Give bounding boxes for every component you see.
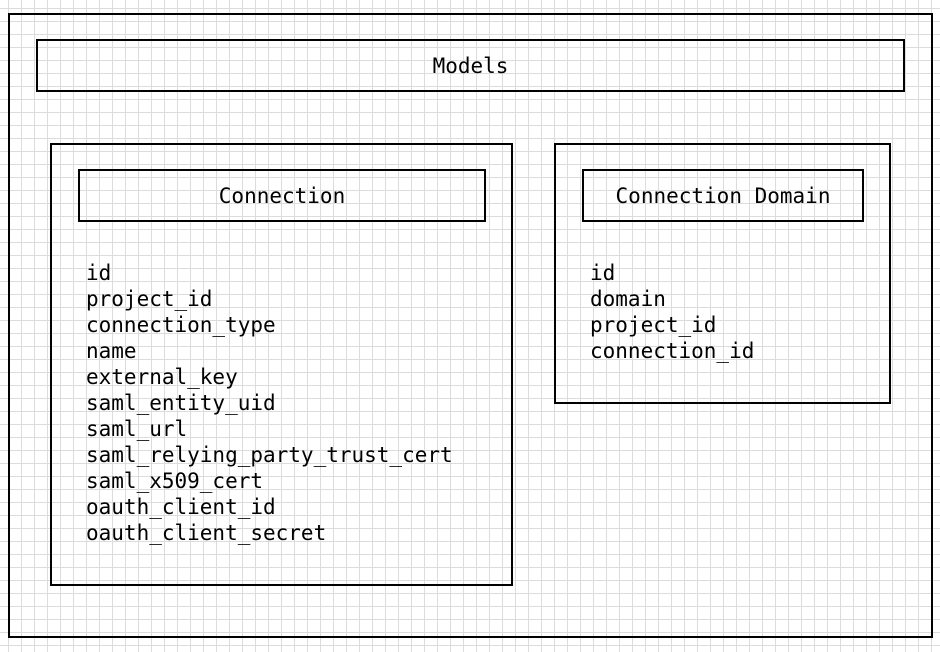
connection-field-oauth-client-id: oauth_client_id — [86, 495, 276, 519]
connection-domain-model-box: Connection Domain id domain project_id c… — [554, 143, 891, 404]
connection-model-title: Connection — [78, 169, 486, 222]
connection-domain-field-connection-id: connection_id — [590, 339, 755, 363]
connection-field-saml-x509-cert: saml_x509_cert — [86, 469, 264, 493]
connection-field-saml-relying-party-trust-cert: saml_relying_party_trust_cert — [86, 443, 453, 467]
connection-field-oauth-client-secret: oauth_client_secret — [86, 521, 327, 545]
connection-domain-field-domain: domain — [590, 287, 666, 311]
connection-field-saml-url: saml_url — [86, 417, 188, 441]
connection-field-project-id: project_id — [86, 287, 213, 311]
connection-domain-field-project-id: project_id — [590, 313, 717, 337]
connection-field-saml-entity-uid: saml_entity_uid — [86, 391, 276, 415]
connection-domain-field-id: id — [590, 261, 616, 285]
connection-domain-model-title: Connection Domain — [582, 169, 864, 222]
models-title: Models — [36, 39, 905, 92]
connection-field-id: id — [86, 261, 112, 285]
connection-domain-field-list: id domain project_id connection_id — [590, 260, 754, 364]
connection-field-list: id project_id connection_type name exter… — [86, 260, 453, 546]
connection-field-external-key: external_key — [86, 365, 238, 389]
models-frame — [8, 13, 933, 638]
connection-field-connection-type: connection_type — [86, 313, 276, 337]
connection-model-box: Connection id project_id connection_type… — [50, 143, 513, 586]
connection-field-name: name — [86, 339, 137, 363]
